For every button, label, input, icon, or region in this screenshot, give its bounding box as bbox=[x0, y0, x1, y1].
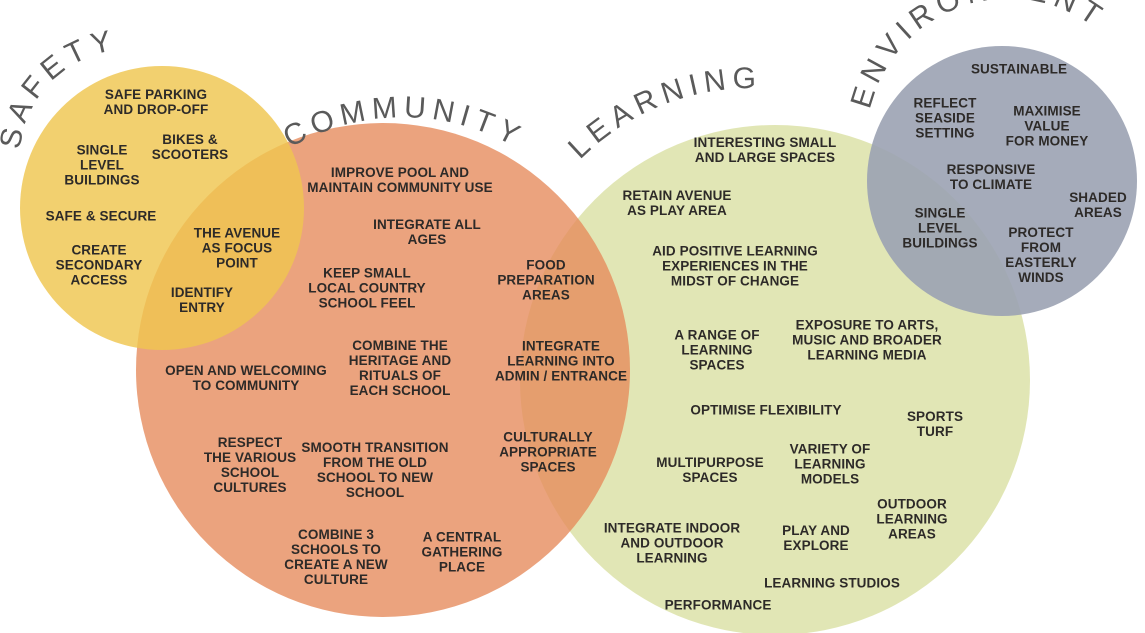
safety-circle bbox=[20, 66, 304, 350]
optimise-flexibility-label: OPTIMISE FLEXIBILITY bbox=[690, 402, 842, 418]
retain-avenue-label: RETAIN AVENUE AS PLAY AREA bbox=[622, 188, 732, 218]
combine-heritage-label: COMBINE THE HERITAGE AND RITUALS OF EACH… bbox=[348, 338, 452, 398]
play-explore-label: PLAY AND EXPLORE bbox=[782, 523, 850, 553]
safe-parking-label: SAFE PARKING AND DROP-OFF bbox=[103, 87, 209, 117]
interesting-spaces-label: INTERESTING SMALL AND LARGE SPACES bbox=[693, 135, 837, 165]
reflect-seaside-label: REFLECT SEASIDE SETTING bbox=[913, 95, 977, 141]
integrate-ages-label: INTEGRATE ALL AGES bbox=[373, 217, 481, 247]
environment-circle bbox=[867, 46, 1137, 316]
sustainable-label: SUSTAINABLE bbox=[970, 61, 1068, 77]
outdoor-learning-label: OUTDOOR LEARNING AREAS bbox=[876, 496, 948, 542]
secondary-access-label: CREATE SECONDARY ACCESS bbox=[55, 242, 143, 288]
keep-small-label: KEEP SMALL LOCAL COUNTRY SCHOOL FEEL bbox=[308, 265, 426, 311]
identify-entry-label: IDENTIFY ENTRY bbox=[170, 285, 234, 315]
combine-3-schools-label: COMBINE 3 SCHOOLS TO CREATE A NEW CULTUR… bbox=[284, 527, 388, 587]
performance-label: PERFORMANCE bbox=[664, 597, 772, 613]
bikes-scooters-label: BIKES & SCOOTERS bbox=[151, 132, 229, 162]
smooth-transition-label: SMOOTH TRANSITION FROM THE OLD SCHOOL TO… bbox=[301, 440, 449, 500]
avenue-focus-label: THE AVENUE AS FOCUS POINT bbox=[193, 225, 281, 271]
culturally-appropriate-label: CULTURALLY APPROPRIATE SPACES bbox=[499, 429, 597, 475]
sports-turf-label: SPORTS TURF bbox=[906, 409, 964, 439]
single-level-buildings-env-label: SINGLE LEVEL BUILDINGS bbox=[902, 205, 978, 251]
respect-cultures-label: RESPECT THE VARIOUS SCHOOL CULTURES bbox=[203, 435, 297, 495]
improve-pool-label: IMPROVE POOL AND MAINTAIN COMMUNITY USE bbox=[307, 165, 493, 195]
maximise-value-label: MAXIMISE VALUE FOR MONEY bbox=[1005, 103, 1089, 149]
variety-models-label: VARIETY OF LEARNING MODELS bbox=[789, 441, 871, 487]
central-gathering-label: A CENTRAL GATHERING PLACE bbox=[421, 529, 503, 575]
open-welcoming-label: OPEN AND WELCOMING TO COMMUNITY bbox=[165, 363, 327, 393]
multipurpose-spaces-label: MULTIPURPOSE SPACES bbox=[656, 455, 764, 485]
integrate-indoor-outdoor-label: INTEGRATE INDOOR AND OUTDOOR LEARNING bbox=[603, 520, 741, 566]
safe-secure-label: SAFE & SECURE bbox=[45, 208, 157, 224]
shaded-areas-label: SHADED AREAS bbox=[1069, 190, 1127, 220]
food-preparation-label: FOOD PREPARATION AREAS bbox=[497, 257, 595, 303]
range-learning-spaces-label: A RANGE OF LEARNING SPACES bbox=[674, 327, 760, 373]
integrate-learning-admin-label: INTEGRATE LEARNING INTO ADMIN / ENTRANCE bbox=[494, 338, 628, 384]
exposure-arts-label: EXPOSURE TO ARTS, MUSIC AND BROADER LEAR… bbox=[792, 317, 942, 363]
single-level-buildings-safety-label: SINGLE LEVEL BUILDINGS bbox=[64, 142, 140, 188]
protect-easterly-label: PROTECT FROM EASTERLY WINDS bbox=[1005, 225, 1077, 285]
aid-positive-learning-label: AID POSITIVE LEARNING EXPERIENCES IN THE… bbox=[652, 243, 818, 289]
learning-studios-label: LEARNING STUDIOS bbox=[764, 575, 900, 591]
responsive-climate-label: RESPONSIVE TO CLIMATE bbox=[946, 162, 1036, 192]
